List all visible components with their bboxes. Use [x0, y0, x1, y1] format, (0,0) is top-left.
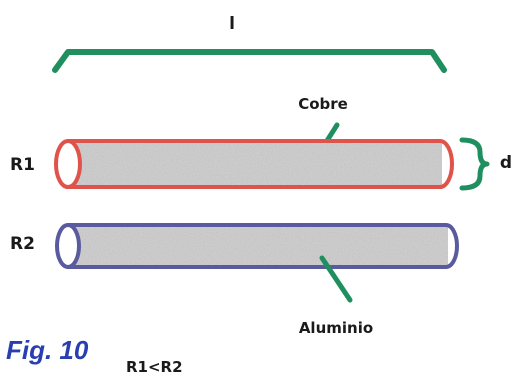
copper-label: Cobre — [298, 95, 348, 113]
relation-label: R1<R2 — [126, 358, 183, 376]
r1-label: R1 — [10, 155, 35, 175]
copper-conductor-end — [54, 139, 82, 189]
aluminum-label: Aluminio — [299, 319, 373, 337]
copper-conductor — [54, 139, 454, 189]
aluminum-pointer — [319, 255, 353, 303]
diameter-label: d — [500, 153, 512, 173]
length-label: l — [229, 14, 235, 34]
aluminum-conductor — [55, 223, 459, 269]
aluminum-conductor-end — [55, 223, 81, 269]
figure-caption: Fig. 10 — [6, 335, 89, 365]
r2-label: R2 — [10, 234, 35, 254]
diameter-bracket — [459, 137, 490, 191]
length-bracket — [52, 49, 447, 73]
